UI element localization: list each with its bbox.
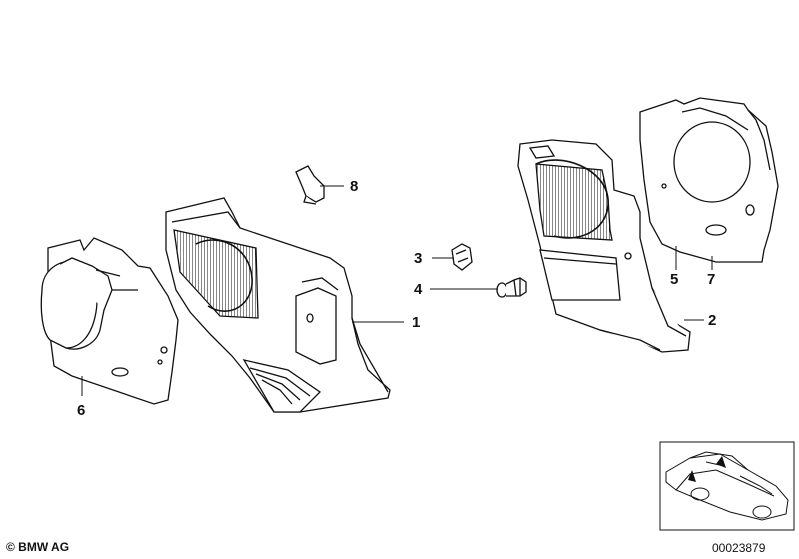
callout-2: 2 bbox=[708, 312, 716, 329]
part-4-push-rivet bbox=[496, 277, 527, 298]
part-1-left-trim-panel bbox=[165, 197, 391, 413]
car-location-thumbnail bbox=[659, 441, 795, 531]
copyright-text: © BMW AG bbox=[6, 540, 70, 554]
part-2-right-trim-panel bbox=[517, 139, 691, 353]
callout-4: 4 bbox=[414, 281, 423, 298]
callout-5: 5 bbox=[670, 271, 678, 288]
part-8-clip bbox=[295, 165, 325, 205]
part-6-left-cover bbox=[40, 237, 179, 405]
callout-3: 3 bbox=[414, 250, 422, 267]
diagram-reference-number: 00023879 bbox=[712, 541, 766, 555]
callout-8: 8 bbox=[350, 178, 358, 195]
callout-7: 7 bbox=[707, 271, 715, 288]
callout-6: 6 bbox=[77, 402, 85, 419]
part-3-clip bbox=[451, 243, 473, 271]
part-7-right-cover bbox=[639, 97, 779, 263]
callout-1: 1 bbox=[412, 314, 420, 331]
leader-lines bbox=[81, 185, 713, 396]
